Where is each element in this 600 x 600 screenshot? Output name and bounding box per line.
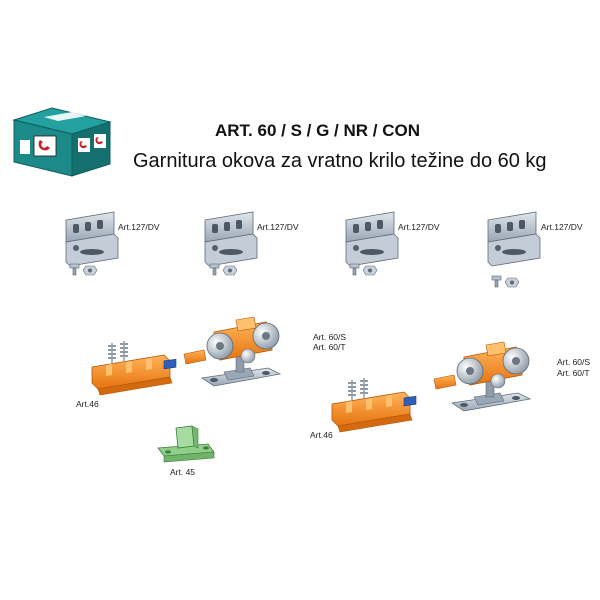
page-title: ART. 60 / S / G / NR / CON xyxy=(215,121,420,140)
stopper-label-2: Art.46 xyxy=(310,430,333,440)
floor-guide-art45-icon xyxy=(157,425,215,463)
stopper-art46-1-icon xyxy=(91,340,177,396)
page-subtitle: Garnitura okova za vratno krilo težine d… xyxy=(133,150,547,172)
bracket-art127-4-icon xyxy=(487,211,541,267)
screw-nut-1-icon xyxy=(69,263,98,276)
roller-label-1b: Art. 60/T xyxy=(313,342,346,352)
bracket-label-1: Art.127/DV xyxy=(118,222,160,232)
screw-nut-3-icon xyxy=(349,263,378,276)
brand-box-logo-icon xyxy=(12,107,112,177)
screw-nut-2-icon xyxy=(209,263,238,276)
roller-art60-1-icon xyxy=(183,316,281,387)
floor-guide-label: Art. 45 xyxy=(170,467,196,477)
bracket-label-2: Art.127/DV xyxy=(257,222,299,232)
stopper-art46-2-icon xyxy=(331,377,417,433)
stopper-label-1: Art.46 xyxy=(76,399,99,409)
bracket-art127-2-icon xyxy=(204,211,258,267)
roller-label-2b: Art. 60/T xyxy=(557,368,590,378)
bracket-art127-1-icon xyxy=(65,211,119,267)
screw-nut-4-icon xyxy=(491,275,520,288)
roller-label-2a: Art. 60/S xyxy=(557,357,591,367)
roller-art60-2-icon xyxy=(433,341,531,412)
bracket-art127-3-icon xyxy=(345,211,399,267)
bracket-label-4: Art.127/DV xyxy=(541,222,583,232)
bracket-label-3: Art.127/DV xyxy=(398,222,440,232)
roller-label-1a: Art. 60/S xyxy=(313,332,347,342)
